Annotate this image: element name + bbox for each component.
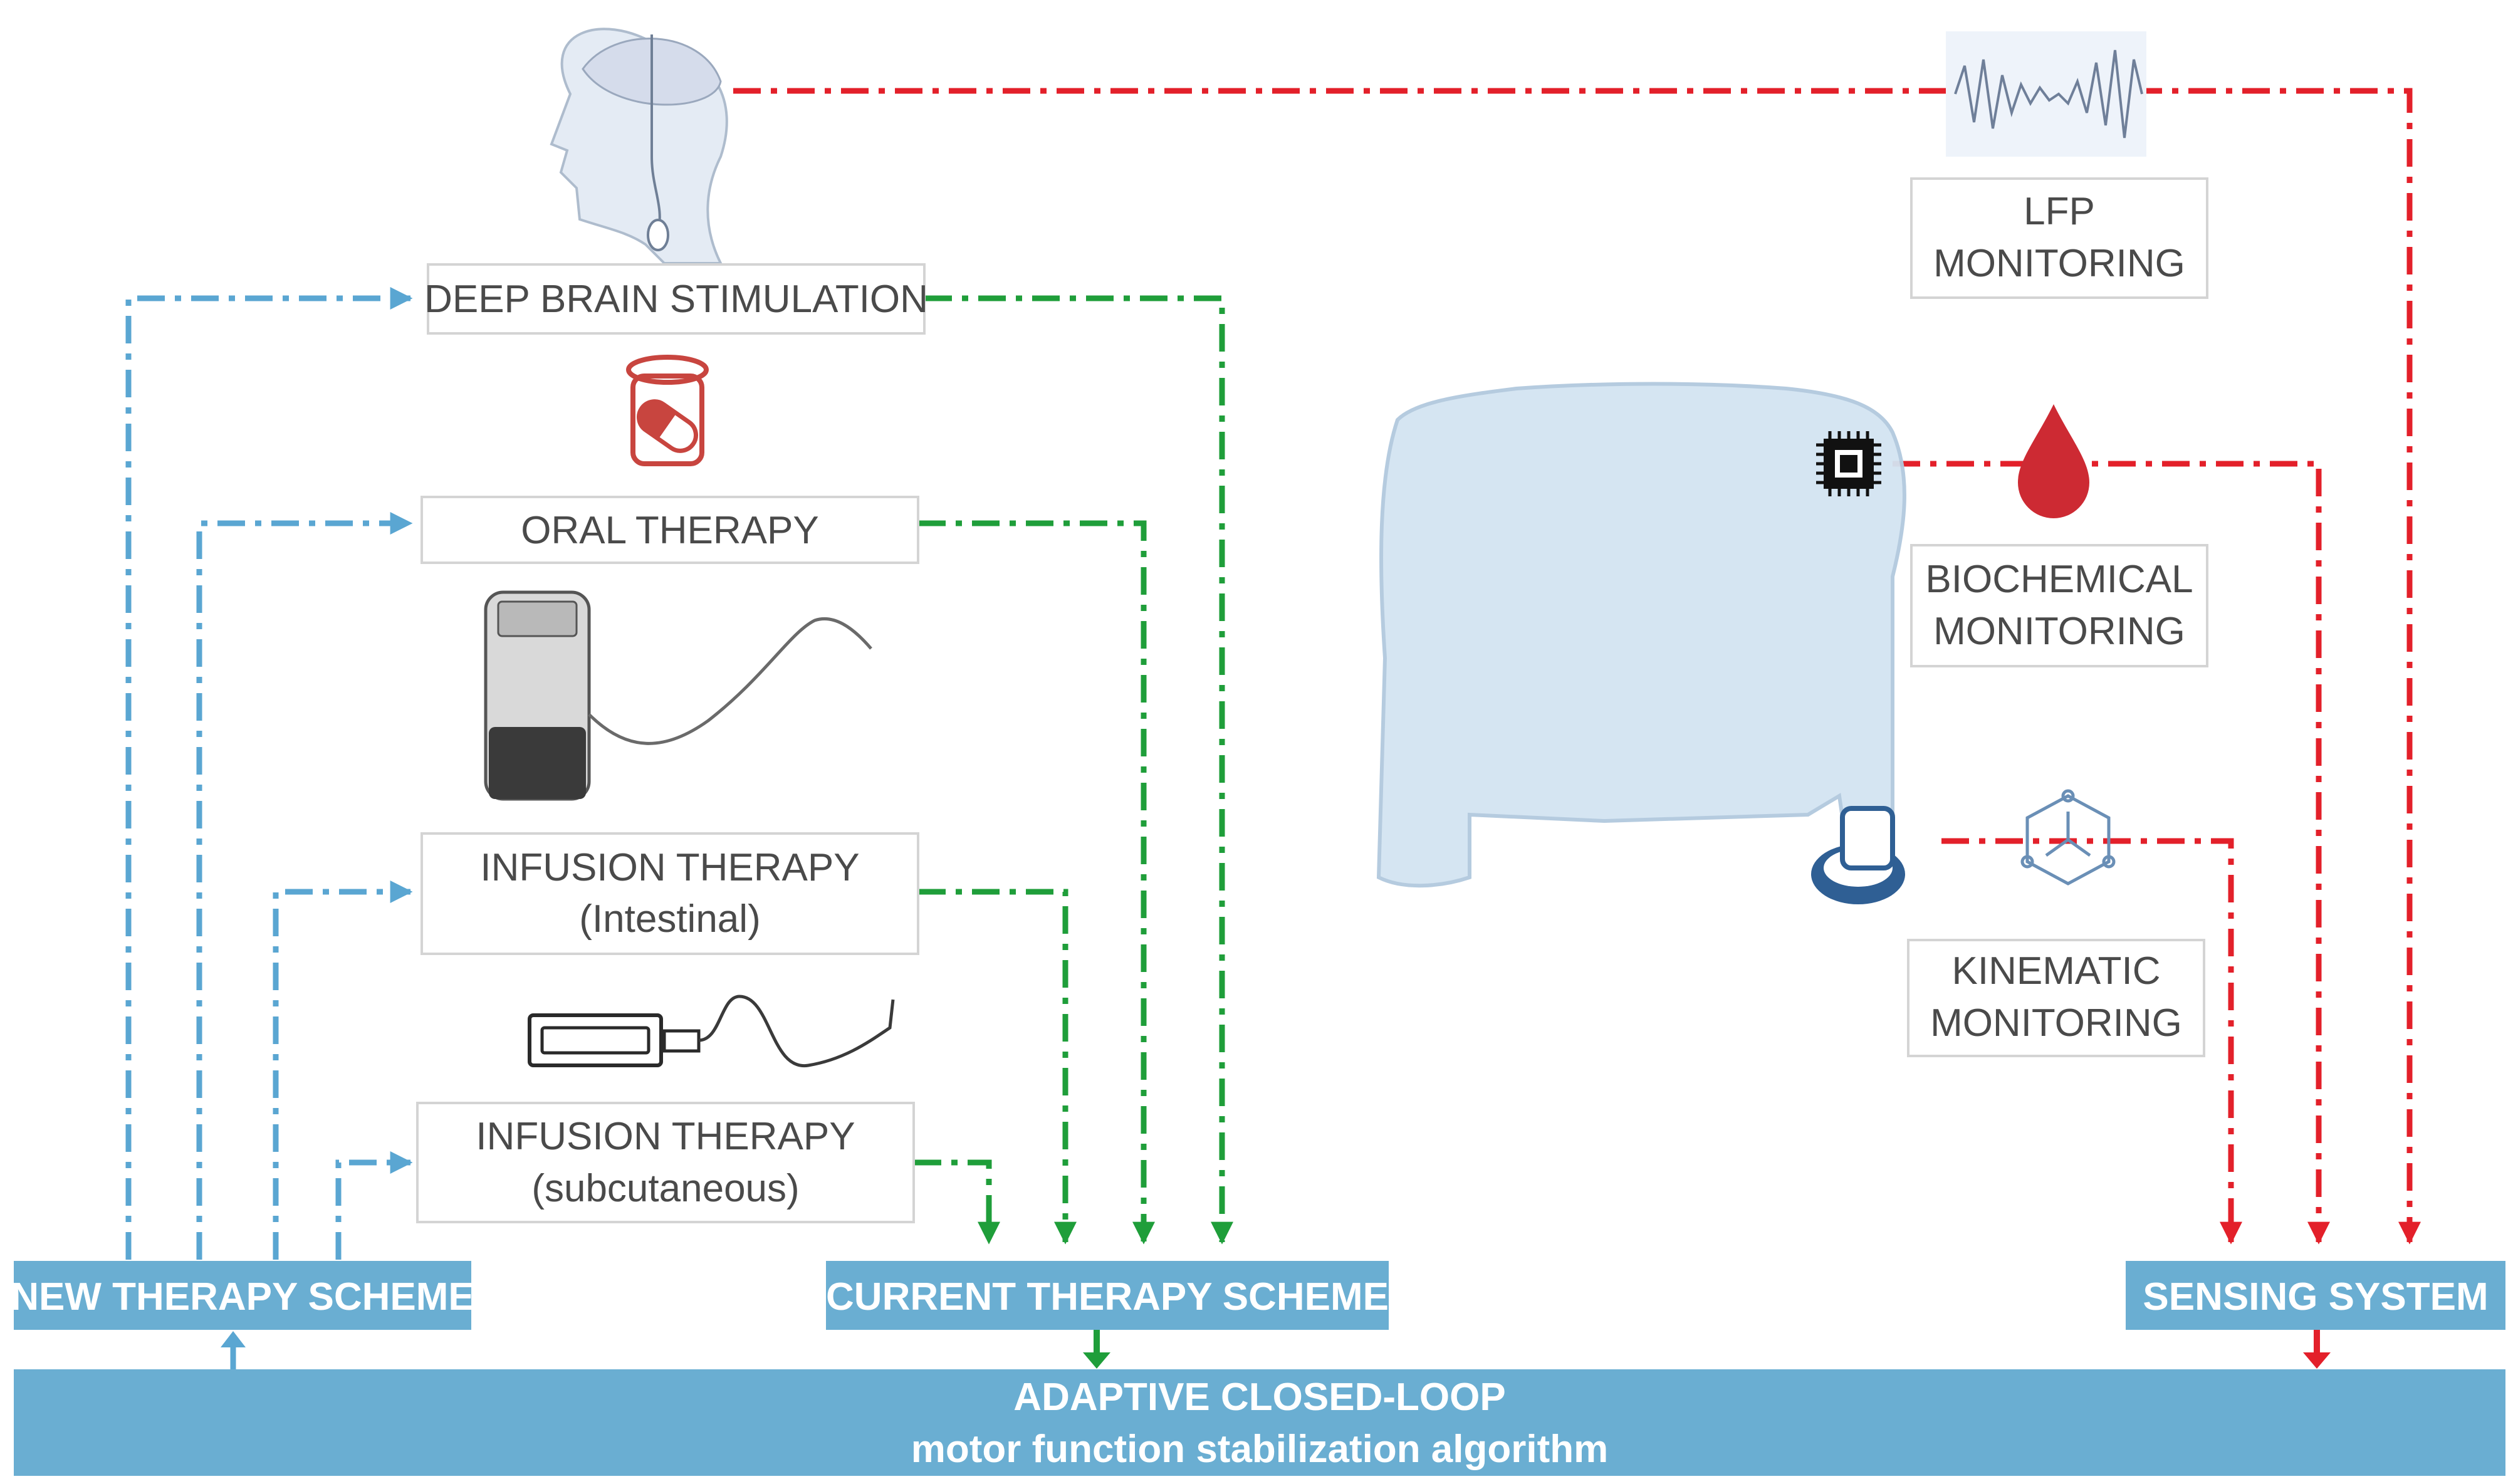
current-therapy-scheme-bar: CURRENT THERAPY SCHEME	[826, 1261, 1389, 1330]
infusion-intestinal-label-line2: (Intestinal)	[579, 897, 760, 941]
monitoring-box-biochemical: BIOCHEMICAL MONITORING	[1910, 544, 2208, 667]
new-therapy-scheme-label: NEW THERAPY SCHEME	[11, 1275, 474, 1319]
current-scheme-connectors	[914, 295, 1233, 1245]
infusion-subcutaneous-label-line2: (subcutaneous)	[531, 1167, 799, 1210]
therapy-box-oral: ORAL THERAPY	[421, 496, 919, 564]
kinematic-axes-icon	[2020, 789, 2116, 886]
wrist-sensor-icon	[1811, 806, 1905, 904]
therapy-box-infusion-subcutaneous: INFUSION THERAPY (subcutaneous)	[416, 1102, 915, 1223]
infusion-pump-icon	[484, 590, 872, 801]
new-therapy-scheme-bar: NEW THERAPY SCHEME	[11, 1261, 474, 1330]
monitoring-box-kinematic: KINEMATIC MONITORING	[1907, 939, 2205, 1057]
green-line-dbs	[924, 295, 1233, 1245]
algorithm-subtitle: motor function stabilization algorithm	[911, 1428, 1609, 1471]
kinematic-label-line2: MONITORING	[1930, 1001, 2182, 1045]
lfp-label-line2: MONITORING	[1933, 242, 2185, 285]
sensor-chip-icon	[1816, 431, 1881, 496]
biochemical-label-line2: MONITORING	[1933, 610, 2185, 653]
new-scheme-connectors	[125, 287, 413, 1260]
therapy-box-dbs: DEEP BRAIN STIMULATION	[424, 263, 928, 335]
pill-jar-icon	[626, 355, 709, 466]
blood-drop-icon	[2018, 404, 2089, 518]
monitoring-box-lfp: LFP MONITORING	[1910, 177, 2208, 299]
blue-line-dbs	[125, 287, 413, 1260]
algorithm-title: ADAPTIVE CLOSED-LOOP	[1013, 1376, 1505, 1419]
sensing-connectors	[733, 88, 2421, 1245]
syringe-pump-icon	[528, 995, 895, 1067]
lfp-wave-icon	[1946, 31, 2146, 157]
red-line-lfp	[733, 88, 2421, 1245]
blue-line-infusion-intestinal	[273, 880, 413, 1260]
biochemical-label-line1: BIOCHEMICAL	[1925, 558, 2193, 601]
blue-line-infusion-subcutaneous	[335, 1151, 413, 1260]
head-dbs-implant-icon	[550, 28, 728, 264]
green-line-infusion-intestinal	[918, 889, 1077, 1245]
dbs-label: DEEP BRAIN STIMULATION	[424, 278, 928, 321]
blue-line-oral	[196, 512, 413, 1260]
bar-connector-arrows	[221, 1330, 2331, 1369]
sensing-system-label: SENSING SYSTEM	[2143, 1275, 2488, 1319]
infusion-intestinal-label-line1: INFUSION THERAPY	[480, 846, 859, 889]
sensing-system-bar: SENSING SYSTEM	[2126, 1261, 2505, 1330]
adaptive-algorithm-bar: ADAPTIVE CLOSED-LOOP motor function stab…	[14, 1369, 2505, 1476]
infusion-subcutaneous-label-line1: INFUSION THERAPY	[476, 1115, 855, 1158]
torso-icon	[1376, 382, 1906, 888]
kinematic-label-line1: KINEMATIC	[1952, 949, 2161, 993]
oral-therapy-label: ORAL THERAPY	[521, 509, 818, 552]
lfp-label-line1: LFP	[2024, 190, 2095, 233]
current-therapy-scheme-label: CURRENT THERAPY SCHEME	[826, 1275, 1389, 1319]
green-line-oral	[918, 520, 1155, 1245]
red-line-kinematic	[1941, 838, 2242, 1245]
therapy-box-infusion-intestinal: INFUSION THERAPY (Intestinal)	[421, 832, 919, 955]
green-line-infusion-subcutaneous	[914, 1159, 1000, 1245]
